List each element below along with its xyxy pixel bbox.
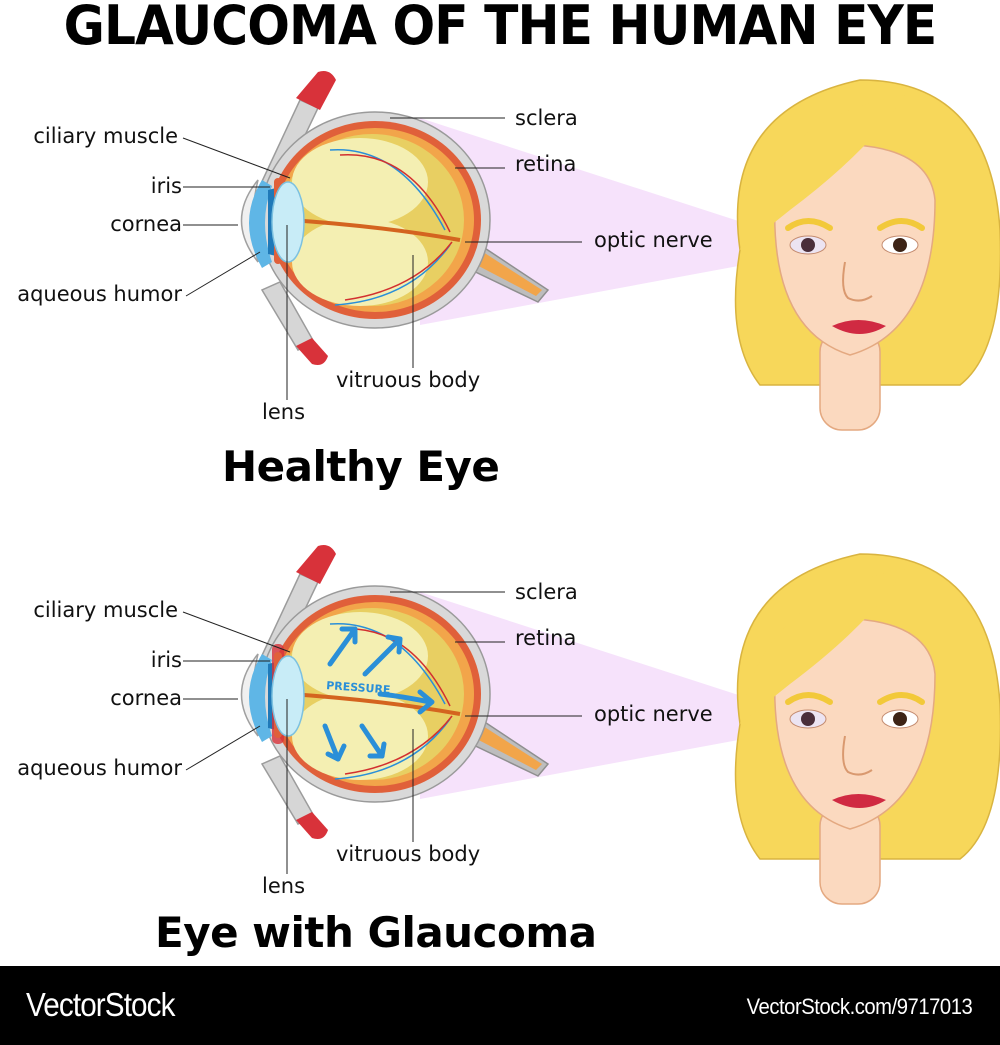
label-cornea: cornea <box>110 212 182 236</box>
label-ciliary-muscle: ciliary muscle <box>33 598 178 622</box>
label-sclera: sclera <box>515 580 578 604</box>
vitreous-body-upper <box>292 138 428 226</box>
label-aqueous-humor: aqueous humor <box>17 756 182 780</box>
label-vitreous-body: vitruous body <box>336 368 481 392</box>
cornea-icon <box>249 180 272 268</box>
label-retina: retina <box>515 626 577 650</box>
label-vitreous-body: vitruous body <box>336 842 481 866</box>
woman-face-icon <box>734 553 1000 905</box>
glaucoma-eye-panel: PRESSURE ciliary muscle ir <box>0 534 1000 964</box>
lens-icon <box>271 181 305 263</box>
label-sclera: sclera <box>515 106 578 130</box>
vitreous-body-lower <box>292 218 428 306</box>
pressure-arrow-icons <box>322 626 435 762</box>
page-title: GLAUCOMA OF THE HUMAN EYE <box>63 0 938 57</box>
label-optic-nerve: optic nerve <box>594 228 713 252</box>
healthy-eye-illustration <box>182 71 1000 431</box>
leader-lines <box>182 117 582 400</box>
cornea-icon <box>249 654 272 742</box>
woman-face-icon <box>734 79 1000 431</box>
healthy-eye-panel: ciliary muscle iris cornea aqueous humor… <box>0 60 1000 491</box>
central-vessel <box>289 218 461 242</box>
label-retina: retina <box>515 152 577 176</box>
label-aqueous-humor: aqueous humor <box>17 282 182 306</box>
leader-lines <box>182 591 582 874</box>
glaucoma-eye-caption: Eye with Glaucoma <box>155 908 597 957</box>
label-iris: iris <box>150 174 182 198</box>
label-lens: lens <box>262 400 306 424</box>
label-cornea: cornea <box>110 686 182 710</box>
lens-icon <box>271 655 305 737</box>
watermark-footer: VectorStock VectorStock.com/9717013 <box>0 966 1000 1045</box>
pressure-label: PRESSURE <box>326 679 391 696</box>
label-optic-nerve: optic nerve <box>594 702 713 726</box>
healthy-eye-caption: Healthy Eye <box>222 442 500 491</box>
label-ciliary-muscle: ciliary muscle <box>33 124 178 148</box>
label-lens: lens <box>262 874 306 898</box>
vectorstock-logo: VectorStock <box>26 986 175 1023</box>
image-url: VectorStock.com/9717013 <box>746 994 972 1019</box>
glaucoma-eye-illustration: PRESSURE <box>182 545 1000 905</box>
label-iris: iris <box>150 648 182 672</box>
